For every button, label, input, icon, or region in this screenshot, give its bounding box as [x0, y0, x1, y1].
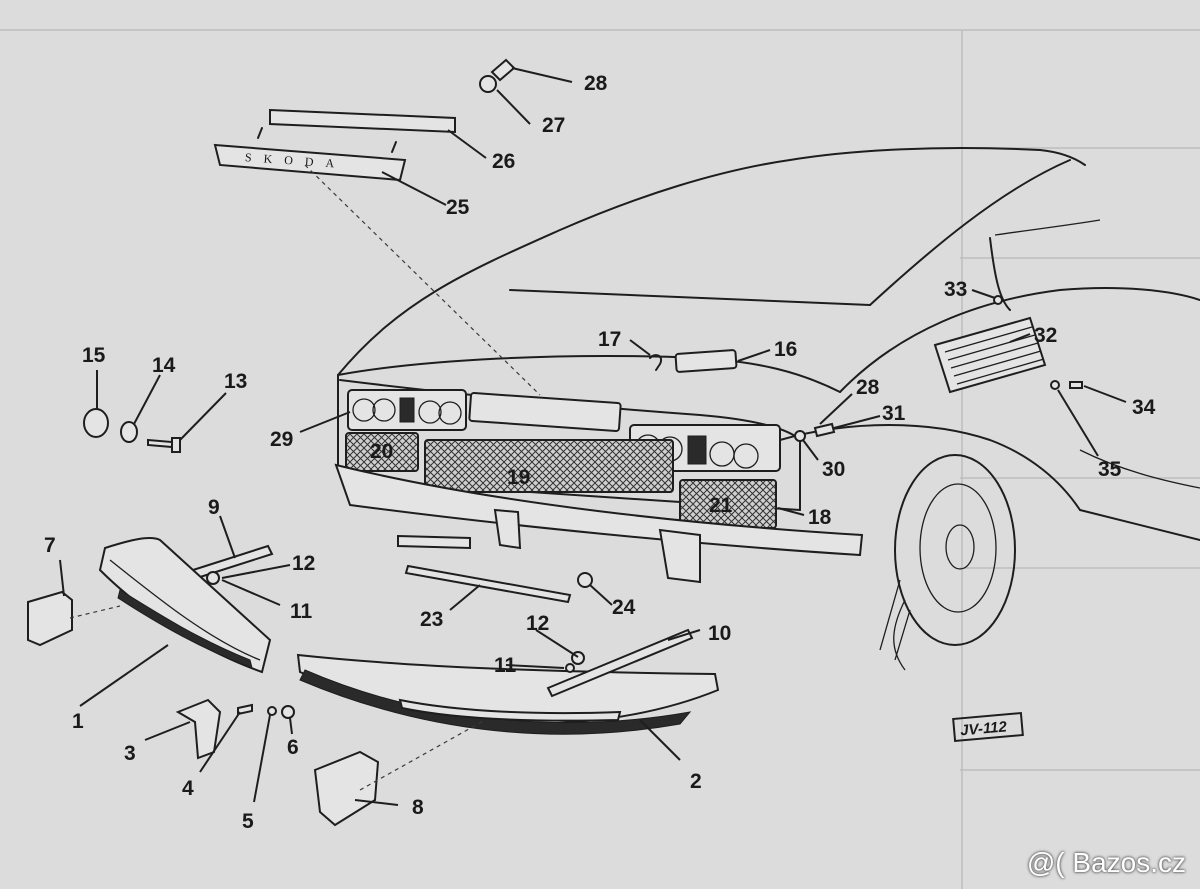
figure-code-box: JV-112 — [952, 711, 1024, 743]
callout-leaders — [59, 67, 1127, 806]
headlight-cluster-left — [347, 389, 467, 431]
callout-9: 9 — [208, 496, 220, 519]
air-vent-grille — [933, 316, 1047, 394]
callout-14: 14 — [152, 354, 176, 377]
bumper-part-2 — [296, 653, 720, 735]
rod-part-23 — [404, 564, 572, 604]
at-icon: @( — [1026, 847, 1065, 878]
fastener-part-34 — [1069, 381, 1083, 389]
watermark: @( Bazos.cz — [1027, 847, 1186, 879]
watermark-text: Bazos.cz — [1072, 847, 1186, 878]
callout-27: 27 — [542, 114, 565, 137]
callout-8: 8 — [412, 796, 424, 819]
molding-strip-part-27 — [269, 108, 456, 134]
grille-part-20 — [345, 432, 419, 472]
nut-part-24 — [577, 572, 593, 588]
callout-34: 34 — [1132, 396, 1156, 419]
installed-front-bumper — [334, 463, 864, 584]
car-body-outline — [337, 147, 1200, 671]
bolt-part-4 — [237, 703, 253, 716]
callout-3: 3 — [124, 742, 136, 765]
callout-11-a: 11 — [290, 600, 313, 623]
front-nameplate — [468, 392, 622, 432]
callout-12-b: 12 — [526, 612, 549, 635]
badge-bar-part-25: SKODA — [213, 127, 407, 182]
washer-part-5 — [267, 706, 277, 716]
callout-4: 4 — [182, 777, 194, 800]
callout-labels: 1 2 3 4 5 6 7 8 9 10 11 11 12 12 13 14 1… — [44, 72, 1156, 833]
emblem-part-16 — [674, 349, 738, 373]
bulb-part-28 — [479, 58, 516, 93]
callout-24: 24 — [612, 596, 636, 619]
callout-1: 1 — [72, 710, 84, 733]
grille-part-19 — [424, 439, 674, 493]
fastener-part-31 — [813, 422, 836, 438]
bracket-part-3 — [175, 698, 222, 760]
callout-26: 26 — [492, 150, 515, 173]
callout-10: 10 — [708, 622, 731, 645]
callout-32: 32 — [1034, 324, 1057, 347]
clip-part-17 — [649, 354, 662, 371]
fastener-part-35 — [1050, 380, 1060, 390]
callout-7: 7 — [44, 534, 56, 557]
bumper-end-part-8 — [313, 750, 380, 827]
bumper-part-1 — [98, 537, 272, 674]
callout-11-b: 11 — [494, 654, 517, 677]
callout-12-a: 12 — [292, 552, 315, 575]
bracket-part-10 — [546, 628, 694, 698]
callout-17: 17 — [598, 328, 621, 351]
callout-30: 30 — [822, 458, 845, 481]
callout-6: 6 — [287, 736, 299, 759]
bumper-end-part-7 — [27, 590, 73, 647]
figure-code: JV-112 — [959, 718, 1008, 739]
callout-13: 13 — [224, 370, 247, 393]
callout-28-a: 28 — [584, 72, 608, 95]
bolt-part-13 — [147, 437, 181, 453]
fastener-part-30 — [794, 430, 806, 442]
callout-25: 25 — [446, 196, 470, 219]
callout-15: 15 — [82, 344, 106, 367]
callout-29: 29 — [270, 428, 293, 451]
callout-28-b: 28 — [856, 376, 880, 399]
callout-21: 21 — [709, 494, 733, 517]
callout-35: 35 — [1098, 458, 1122, 481]
assembly-guide-lines — [69, 164, 541, 791]
callout-31: 31 — [882, 402, 906, 425]
callout-23: 23 — [420, 608, 443, 631]
nut-part-6 — [281, 705, 295, 719]
callout-20: 20 — [370, 440, 393, 463]
callout-19: 19 — [507, 466, 530, 489]
callout-16: 16 — [774, 338, 797, 361]
washer-part-14 — [120, 421, 138, 443]
callout-18: 18 — [808, 506, 832, 529]
nut-part-15 — [83, 408, 109, 438]
fastener-part-33 — [993, 295, 1003, 305]
callout-5: 5 — [242, 810, 254, 833]
callout-2: 2 — [690, 770, 702, 793]
callout-33: 33 — [944, 278, 967, 301]
